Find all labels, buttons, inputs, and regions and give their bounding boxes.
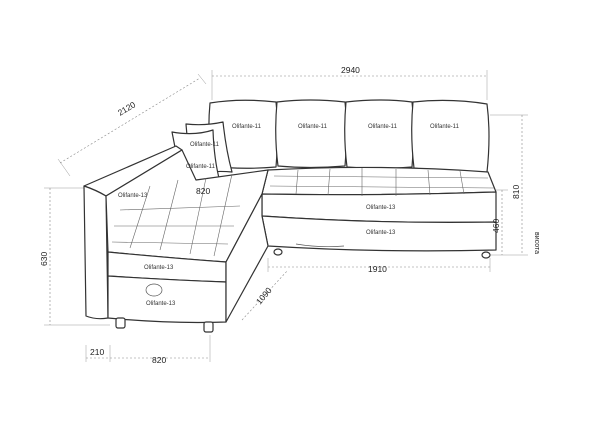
dim-height-label: висота (533, 232, 540, 254)
left-base-side (225, 193, 269, 323)
back-cushions (208, 99, 490, 174)
left-drawer (107, 275, 227, 324)
label-drawer-front: Olifante-13 (366, 230, 396, 236)
label-back-cushion-2: Olifante-11 (298, 124, 328, 130)
dim-left-height: 630 (39, 252, 49, 266)
left-arm-front (83, 185, 109, 320)
dim-corner-length: 1090 (254, 285, 274, 306)
label-arm-fabric: Olifante-13 (118, 193, 148, 199)
back-cushion-3 (344, 99, 415, 170)
fabric-labels: Olifante-11 Olifante-11 Olifante-11 Olif… (118, 124, 460, 307)
pillows (171, 121, 233, 189)
dim-arm-width: 210 (90, 347, 104, 357)
label-back-cushion-4: Olifante-11 (430, 124, 460, 130)
dimension-lines (44, 70, 528, 362)
dim-right-height: 810 (511, 185, 521, 199)
label-pillow-1: Olifante-11 (190, 142, 220, 148)
label-pillow-2: Olifante-11 (186, 164, 216, 170)
dim-seat-length: 1910 (368, 264, 387, 274)
left-section (83, 145, 269, 333)
label-back-cushion-1: Olifante-11 (232, 124, 262, 130)
label-left-drawer: Olifante-13 (146, 301, 176, 307)
back-cushion-4 (411, 99, 490, 174)
back-cushion-2 (275, 99, 348, 169)
dim-total-width: 2940 (341, 65, 360, 75)
dim-bottom-depth: 820 (152, 355, 166, 365)
dim-seat-height: 460 (491, 219, 501, 233)
dim-inner-depth: 820 (196, 186, 210, 196)
label-seat-front: Olifante-13 (366, 205, 396, 211)
label-back-cushion-3: Olifante-11 (368, 124, 398, 130)
right-drawer (261, 215, 497, 252)
right-seat (261, 166, 497, 259)
label-left-seat-front: Olifante-13 (144, 265, 174, 271)
dim-depth-angled: 2120 (116, 99, 138, 117)
